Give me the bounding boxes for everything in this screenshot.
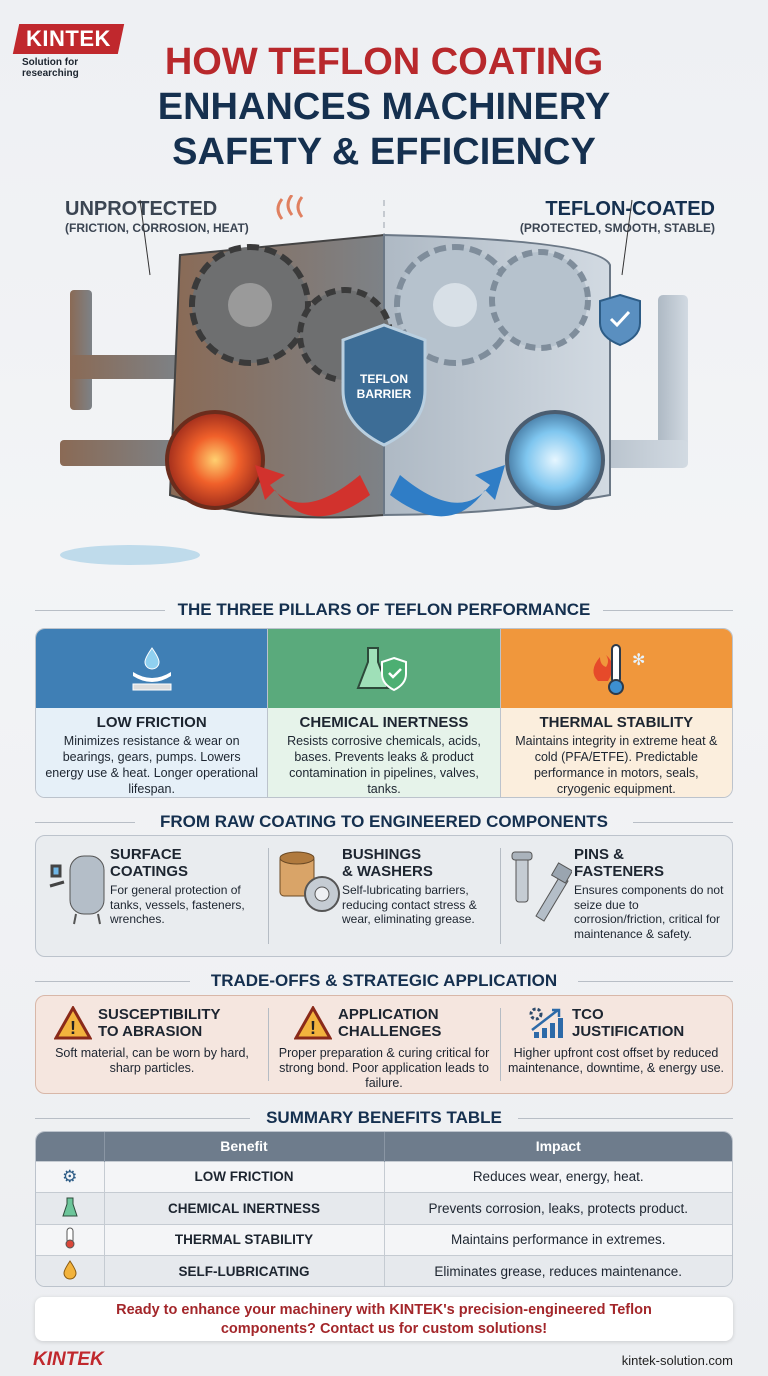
impact-cell: Eliminates grease, reduces maintenance. [384,1255,732,1286]
pillar-desc: Resists corrosive chemicals, acids, base… [287,734,481,796]
teflon-coated-label: TEFLON-COATED (PROTECTED, SMOOTH, STABLE… [520,198,715,235]
component-desc: For general protection of tanks, vessels… [110,883,245,926]
title-line-1: HOW TEFLON COATING [164,41,604,83]
pillar-low-friction: LOW FRICTION Minimizes resistance & wear… [36,629,269,797]
footer-url[interactable]: kintek-solution.com [621,1353,733,1368]
flask-shield-icon [356,646,407,691]
bushing-washer-icon [279,851,340,912]
pillars-heading: THE THREE PILLARS OF TEFLON PERFORMANCE [35,600,733,620]
component-pins-fasteners: PINS &FASTENERS Ensures components do not… [500,836,732,956]
pillar-desc: Minimizes resistance & wear on bearings,… [45,734,258,796]
component-title-2: FASTENERS [574,863,665,880]
tradeoff-title-1: APPLICATION [338,1006,439,1023]
thermometer-fire-ice-icon: ✻ [593,643,646,695]
component-title-1: SURFACE [110,846,182,863]
component-bushings-washers: BUSHINGS& WASHERS Self-lubricating barrie… [268,836,500,956]
gears-icon: ⚙ [62,1166,78,1186]
tradeoff-title-1: TCO [572,1006,604,1023]
coated-title: TEFLON-COATED [545,198,715,220]
tradeoff-title-2: TO ABRASION [98,1023,203,1040]
pillar-thermal-stability: ✻ THERMAL STABILITY Maintains integrity … [500,629,732,797]
pillar-title: CHEMICAL INERTNESS [299,714,469,731]
component-desc: Ensures components do not seize due to c… [574,883,724,941]
leak-puddle [60,545,200,565]
title-line-2: ENHANCES MACHINERY [157,86,611,128]
tradeoff-title-2: CHALLENGES [338,1023,442,1040]
title-line-3: SAFETY & EFFICIENCY [172,131,596,173]
shield-line-2: BARRIER [357,387,412,401]
cta-line-1: Ready to enhance your machinery with KIN… [116,1302,652,1318]
warning-icon: ! [294,1006,332,1040]
check-shield-icon [599,293,641,347]
column-header-benefit: Benefit [104,1132,385,1161]
tradeoffs-heading: TRADE-OFFS & STRATEGIC APPLICATION [35,971,733,991]
svg-text:✻: ✻ [632,652,645,669]
pin-bolt-icon [511,851,572,922]
tradeoff-desc: Proper preparation & curing critical for… [278,1046,490,1090]
pillar-desc: Maintains integrity in extreme heat & co… [515,734,718,796]
blue-arrow [390,465,505,517]
pillar-title: THERMAL STABILITY [539,714,694,731]
component-title-2: & WASHERS [342,863,433,880]
benefit-cell: THERMAL STABILITY [104,1223,385,1256]
shield-line-1: TEFLON [360,372,408,386]
impact-cell: Maintains performance in extremes. [384,1223,732,1256]
page-title: HOW TEFLON COATING ENHANCES MACHINERY SA… [0,40,768,175]
teflon-barrier-shield: TEFLON BARRIER [341,323,427,447]
pillars-panel: LOW FRICTION Minimizes resistance & wear… [35,628,733,798]
machinery-comparison-illustration: TEFLON BARRIER [60,195,688,565]
water-drop-surface-icon [132,646,172,690]
logo-tagline: Solution for researching [22,57,79,79]
unprotected-subtitle: (FRICTION, CORROSION, HEAT) [65,221,249,235]
tradeoff-desc: Higher upfront cost offset by reduced ma… [507,1046,725,1075]
tradeoff-title-1: SUSCEPTIBILITY [98,1006,221,1023]
spray-gun-tank-icon [49,855,105,925]
svg-text:!: ! [310,1018,316,1038]
overheated-bearing [165,410,265,510]
growth-chart-gear-icon [529,1007,563,1038]
red-arrow [255,465,370,517]
benefit-cell: LOW FRICTION [104,1160,385,1193]
cta-banner[interactable]: Ready to enhance your machinery with KIN… [35,1297,733,1341]
benefit-cell: SELF-LUBRICATING [104,1255,385,1286]
rusty-pipe [60,290,180,466]
components-heading: FROM RAW COATING TO ENGINEERED COMPONENT… [35,812,733,832]
kintek-logo: KINTEK Solution for researching [12,24,136,79]
warning-icon: ! [54,1006,92,1040]
thermometer-icon [65,1227,75,1249]
oil-drop-icon [63,1260,77,1280]
pillar-title: LOW FRICTION [96,714,207,731]
component-title-1: PINS & [574,846,625,863]
coated-subtitle: (PROTECTED, SMOOTH, STABLE) [519,221,715,235]
footer-logo: KINTEK [33,1349,104,1370]
tradeoff-title-2: JUSTIFICATION [572,1023,685,1040]
heat-waves-icon [276,195,304,220]
benefit-cell: CHEMICAL INERTNESS [104,1192,385,1224]
svg-text:!: ! [70,1018,76,1038]
cool-bearing [505,410,605,510]
summary-heading: SUMMARY BENEFITS TABLE [35,1108,733,1128]
component-desc: Self-lubricating barriers, reducing cont… [342,883,477,926]
flask-icon [62,1197,78,1217]
column-header-impact: Impact [384,1132,732,1161]
pillar-chemical-inertness: CHEMICAL INERTNESS Resists corrosive che… [268,629,501,797]
tradeoff-desc: Soft material, can be worn by hard, shar… [55,1046,249,1075]
cta-line-2: components? Contact us for custom soluti… [220,1321,548,1337]
impact-cell: Prevents corrosion, leaks, protects prod… [384,1192,732,1224]
component-title-1: BUSHINGS [342,846,422,863]
component-title-2: COATINGS [110,863,189,880]
impact-cell: Reduces wear, energy, heat. [384,1160,732,1193]
